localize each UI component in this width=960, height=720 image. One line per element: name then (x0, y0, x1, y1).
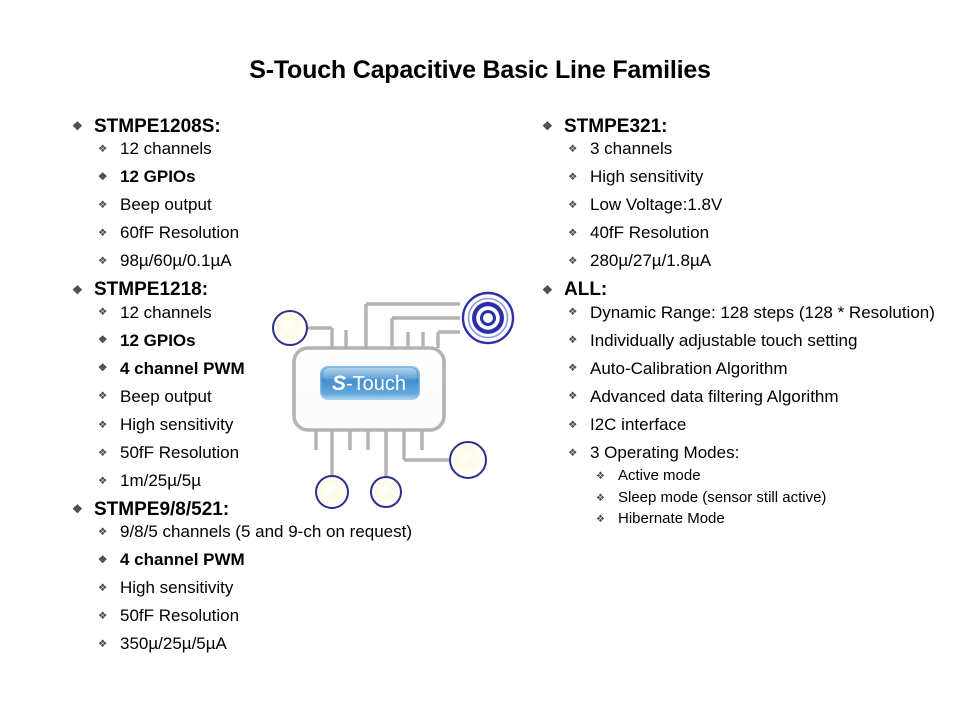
s-touch-chip-diagram: S -Touch (262, 282, 528, 510)
list-item: ❖ 4 channel PWM (98, 358, 245, 378)
bullet-icon: ❖ (568, 334, 578, 347)
right-column: ❖ STMPE321: ❖ 3 channels ❖ High sensitiv… (542, 116, 942, 537)
bullet-icon: ❖ (568, 255, 578, 268)
list-item: ❖ 40fF Resolution (568, 223, 710, 243)
list-item: ❖ 12 GPIOs (98, 330, 196, 350)
s-touch-logo-badge: S -Touch (320, 366, 420, 400)
bullet-icon: ❖ (568, 390, 578, 403)
list-item: ❖ Low Voltage:1.8V (568, 195, 723, 215)
bullet-icon: ❖ (596, 492, 605, 504)
list-item: ❖ Hibernate Mode (596, 510, 725, 528)
list-item: ❖ 12 channels (98, 139, 212, 159)
list-item: ❖ 9/8/5 channels (5 and 9-ch on request) (98, 522, 413, 542)
bullet-icon: ❖ (568, 170, 578, 183)
bullet-icon: ❖ (98, 362, 108, 375)
list-item: ❖ Advanced data filtering Algorithm (568, 386, 839, 406)
list-item: ❖ High sensitivity (98, 414, 234, 434)
spec-group-all: ❖ ALL: ❖ Dynamic Range: 128 steps (128 *… (542, 279, 942, 528)
spec-group-stmpe9-8-521: ❖ STMPE9/8/521: ❖ 9/8/5 channels (5 and … (72, 499, 502, 653)
group-heading: ❖ STMPE9/8/521: (72, 498, 230, 520)
bullet-icon: ❖ (98, 553, 108, 566)
bullet-icon: ❖ (98, 390, 108, 403)
bullet-icon: ❖ (568, 446, 578, 459)
s-touch-swirl-icon (461, 291, 515, 345)
bullet-icon: ❖ (98, 142, 108, 155)
list-item: ❖ 3 channels (568, 139, 673, 159)
group-heading: ❖ STMPE1218: (72, 279, 209, 301)
list-item: ❖ High sensitivity (568, 167, 704, 187)
list-item: ❖ 350µ/25µ/5µA (98, 634, 227, 654)
list-item: ❖ I2C interface (568, 414, 687, 434)
list-item: ❖ 98µ/60µ/0.1µA (98, 251, 232, 271)
bullet-icon: ❖ (568, 306, 578, 319)
bullet-icon: ❖ (98, 474, 108, 487)
logo-s-letter: S (332, 372, 346, 395)
bullet-icon: ❖ (98, 637, 108, 650)
bullet-icon: ❖ (568, 418, 578, 431)
list-item: ❖ 12 channels (98, 302, 212, 322)
list-item: ❖ Beep output (98, 195, 212, 215)
group-heading: ❖ STMPE1208S: (72, 116, 221, 137)
bullet-icon: ❖ (98, 170, 108, 183)
bullet-icon: ❖ (596, 514, 605, 526)
bullet-icon: ❖ (98, 446, 108, 459)
page-title: S-Touch Capacitive Basic Line Families (249, 56, 711, 84)
list-item: ❖ 50fF Resolution (98, 606, 240, 626)
bullet-icon: ❖ (72, 503, 83, 517)
list-item: ❖ 3 Operating Modes: (568, 442, 740, 462)
bullet-icon: ❖ (98, 525, 108, 538)
bullet-icon: ❖ (72, 283, 83, 297)
spec-group-stmpe1218: ❖ STMPE1218: ❖ 12 channels ❖ 12 GPIOs ❖ … (72, 279, 502, 489)
bullet-icon: ❖ (568, 227, 578, 240)
list-item: ❖ 280µ/27µ/1.8µA (568, 251, 712, 271)
bullet-icon: ❖ (72, 120, 83, 134)
list-item: ❖ 60fF Resolution (98, 223, 240, 243)
bullet-icon: ❖ (542, 120, 553, 134)
bullet-icon: ❖ (568, 362, 578, 375)
touch-node (449, 441, 487, 479)
group-heading: ❖ STMPE321: (542, 116, 668, 137)
list-item: ❖ Beep output (98, 386, 212, 406)
list-item: ❖ Dynamic Range: 128 steps (128 * Resolu… (568, 302, 935, 322)
bullet-icon: ❖ (98, 306, 108, 319)
list-item: ❖ 50fF Resolution (98, 442, 240, 462)
spec-group-stmpe1208s: ❖ STMPE1208S: ❖ 12 channels ❖ 12 GPIOs ❖… (72, 116, 502, 270)
bullet-icon: ❖ (98, 334, 108, 347)
touch-node (370, 476, 402, 508)
list-item: ❖ High sensitivity (98, 578, 234, 598)
bullet-icon: ❖ (98, 255, 108, 268)
bullet-icon: ❖ (98, 418, 108, 431)
bullet-icon: ❖ (568, 199, 578, 212)
list-item: ❖ Individually adjustable touch setting (568, 330, 858, 350)
bullet-icon: ❖ (98, 199, 108, 212)
list-item: ❖ Sleep mode (sensor still active) (596, 488, 827, 506)
touch-node (272, 310, 308, 346)
list-item: ❖ Active mode (596, 466, 701, 484)
pcb-traces (308, 302, 460, 478)
spec-group-stmpe321: ❖ STMPE321: ❖ 3 channels ❖ High sensitiv… (542, 116, 942, 270)
touch-node (315, 475, 349, 509)
bullet-icon: ❖ (542, 283, 553, 297)
bullet-icon: ❖ (98, 609, 108, 622)
list-item: ❖ Auto-Calibration Algorithm (568, 358, 788, 378)
bullet-icon: ❖ (98, 581, 108, 594)
logo-touch-text: -Touch (346, 373, 406, 395)
bullet-icon: ❖ (98, 227, 108, 240)
bullet-icon: ❖ (568, 142, 578, 155)
list-item: ❖ 4 channel PWM (98, 550, 245, 570)
list-item: ❖ 12 GPIOs (98, 167, 196, 187)
left-column: ❖ STMPE1208S: ❖ 12 channels ❖ 12 GPIOs ❖… (72, 116, 502, 662)
bullet-icon: ❖ (596, 470, 605, 482)
list-item: ❖ 1m/25µ/5µ (98, 470, 202, 490)
group-heading: ❖ ALL: (542, 279, 608, 301)
